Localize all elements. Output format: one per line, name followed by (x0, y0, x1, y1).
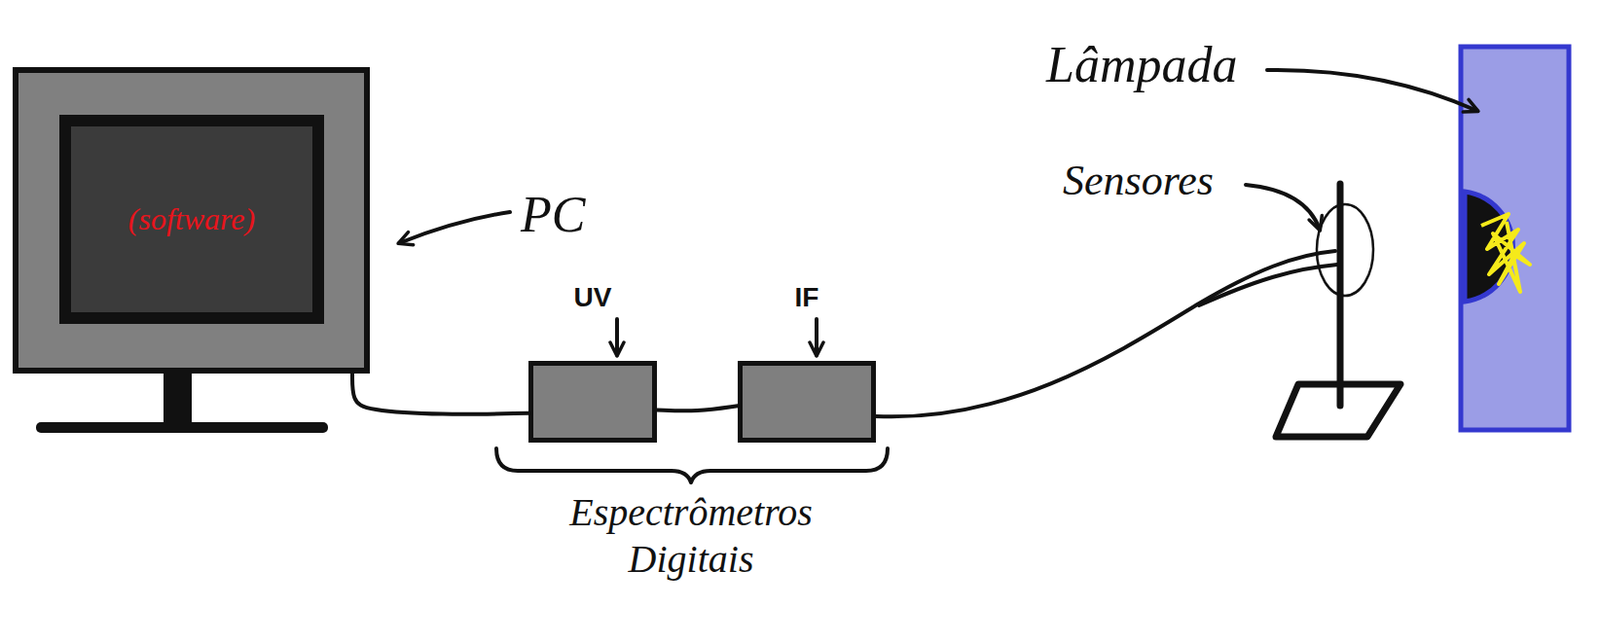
cable (352, 373, 529, 415)
leader-arrow (615, 319, 619, 356)
sensor-label: Sensores (1062, 155, 1214, 208)
screen-area: (software) (59, 114, 325, 325)
group-label: Espectrômetros Digitais (506, 489, 876, 583)
cable (656, 405, 738, 411)
monitor-base (36, 422, 328, 434)
box-heading: IF (723, 282, 891, 314)
sensor-ring (1316, 204, 1374, 296)
lamp-body (1460, 46, 1569, 431)
box-heading: UV (513, 282, 672, 314)
bracket (496, 448, 888, 483)
spectrometer-box: UV (528, 361, 657, 443)
spectrometer-box: IF (737, 361, 876, 443)
sensor-cable (1199, 264, 1338, 306)
screen-frame (65, 120, 319, 319)
stand-base (1275, 384, 1401, 437)
leader-arrow (1267, 70, 1478, 111)
leader-arrow (814, 319, 819, 356)
monitor-neck (163, 371, 192, 425)
lamp-label: Lâmpada (1046, 35, 1237, 96)
lamp-light (1481, 214, 1530, 292)
sensor-cable (875, 251, 1336, 417)
leader-arrow (1245, 184, 1320, 230)
pc-monitor: (software) (12, 67, 370, 374)
leader-arrow (399, 212, 510, 244)
device-label: PC (520, 184, 585, 246)
screen-text: (software) (128, 201, 255, 238)
